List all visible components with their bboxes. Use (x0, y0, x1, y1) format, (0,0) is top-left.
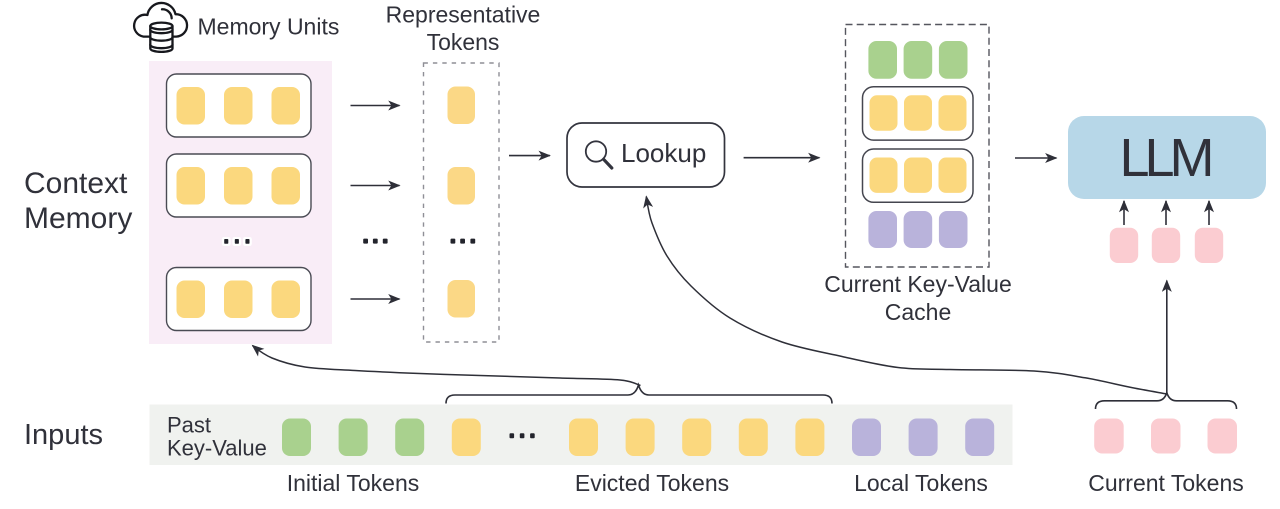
svg-text:Memory Units: Memory Units (198, 14, 340, 40)
svg-text:Context: Context (24, 167, 128, 200)
svg-text:Local Tokens: Local Tokens (854, 470, 988, 496)
svg-text:Evicted Tokens: Evicted Tokens (575, 470, 729, 496)
svg-text:Past: Past (167, 413, 211, 438)
svg-text:Lookup: Lookup (621, 138, 706, 168)
svg-text:Representative: Representative (386, 2, 541, 28)
svg-text:Key-Value: Key-Value (167, 436, 267, 461)
svg-text:Current Key-Value: Current Key-Value (824, 271, 1012, 297)
svg-text:Inputs: Inputs (24, 419, 103, 451)
svg-text:Initial Tokens: Initial Tokens (287, 470, 420, 496)
svg-text:LLM: LLM (1119, 128, 1210, 188)
svg-text:Memory: Memory (24, 202, 132, 235)
svg-text:Current Tokens: Current Tokens (1088, 470, 1244, 496)
svg-text:Cache: Cache (885, 299, 951, 325)
svg-text:Tokens: Tokens (427, 29, 500, 55)
